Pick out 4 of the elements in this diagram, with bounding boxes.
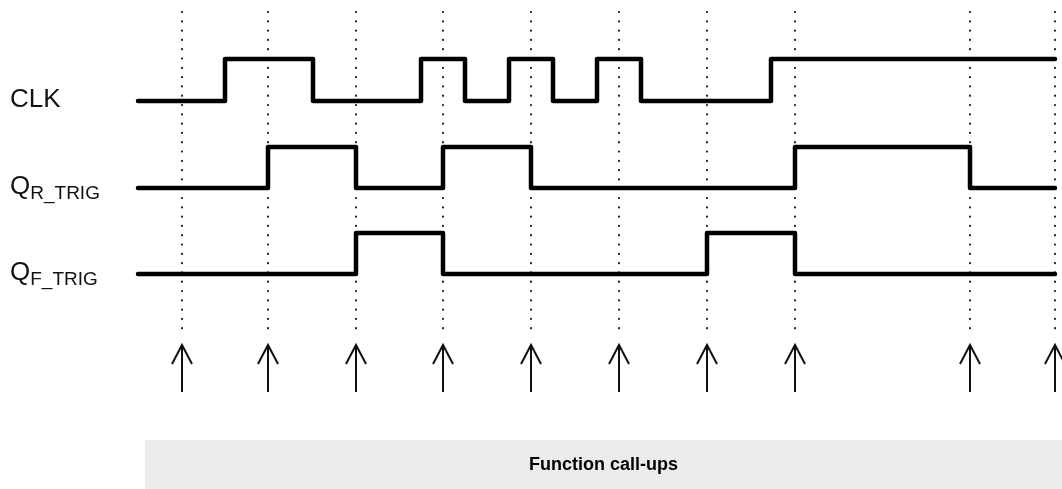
caption-text: Function call-ups (529, 454, 678, 475)
signal-label: CLK (10, 85, 61, 111)
signal-label: Q$_{R_TRIG}$ (10, 172, 100, 202)
signal-label: Q$_{F_TRIG}$ (10, 258, 98, 288)
